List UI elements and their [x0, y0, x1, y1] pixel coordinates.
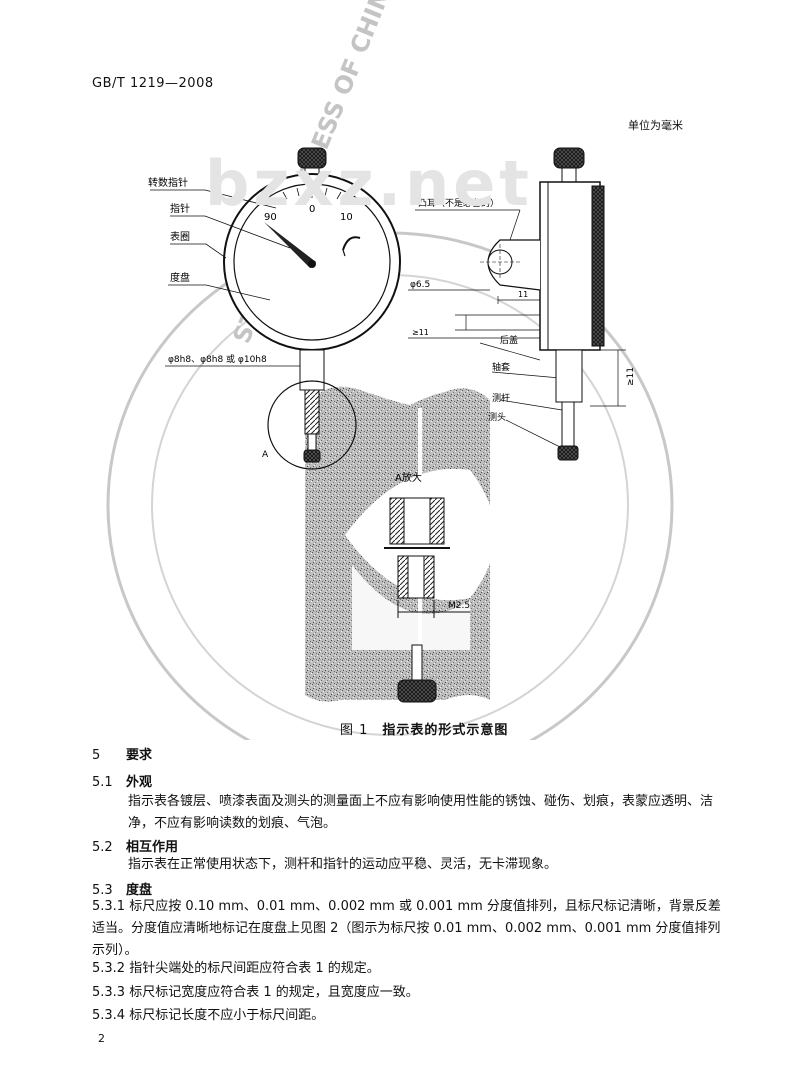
- section-5-1-text: 指示表各镀层、喷漆表面及测头的测量面上不应有影响使用性能的锈蚀、碰伤、划痕，表蒙…: [128, 794, 714, 831]
- dial-number-90: 90: [264, 212, 277, 223]
- detail-a-label: A: [262, 450, 269, 460]
- dial-ticks: [268, 186, 356, 206]
- dial-number-0: 0: [309, 204, 315, 215]
- clause-number: 5.3.1: [92, 899, 126, 914]
- main-pointer: [264, 222, 316, 268]
- section-number: 5.2: [92, 840, 113, 855]
- clause-number: 5.3.3: [92, 985, 126, 1000]
- section-5-1-heading: 5.1 外观: [92, 771, 152, 790]
- clause-text: 标尺标记宽度应符合表 1 的规定，且宽度应一致。: [129, 985, 419, 1000]
- standard-code-header: GB/T 1219—2008: [92, 76, 214, 91]
- side-bezel-knurl: [591, 185, 605, 347]
- clause-5-3-2: 5.3.2 指针尖端处的标尺间距应符合表 1 的规定。: [92, 958, 722, 980]
- figure-indicator-schematic: STANDARDS PRESS OF CHINA M2.5 A放大 90 0 1…: [106, 0, 674, 740]
- label-lug-hole: φ6.5: [410, 280, 430, 290]
- clause-number: 5.3.2: [92, 961, 126, 976]
- clause-5-3-1: 5.3.1 标尺应按 0.10 mm、0.01 mm、0.002 mm 或 0.…: [92, 896, 722, 962]
- enlarged-label: A放大: [395, 471, 422, 484]
- dial-number-10: 10: [340, 212, 353, 223]
- label-sleeve: 轴套: [492, 361, 510, 373]
- section-number: 5: [92, 748, 101, 763]
- section-5-3-heading: 5.3 度盘: [92, 879, 152, 898]
- clause-5-3-3: 5.3.3 标尺标记宽度应符合表 1 的规定，且宽度应一致。: [92, 982, 722, 1004]
- side-body: [539, 181, 601, 351]
- clause-text: 指针尖端处的标尺间距应符合表 1 的规定。: [129, 961, 380, 976]
- thread-label: M2.5: [448, 601, 470, 611]
- dim-11-a: 11: [518, 290, 528, 299]
- clause-5-3-4: 5.3.4 标尺标记长度不应小于标尺间距。: [92, 1005, 722, 1027]
- clause-number: 5.3.4: [92, 1008, 126, 1023]
- section-5-2-heading: 5.2 相互作用: [92, 836, 178, 855]
- front-stem: [299, 349, 325, 391]
- enlarged-contact: [397, 679, 437, 703]
- label-turn-pointer: 转数指针: [148, 176, 188, 189]
- label-bezel: 表圈: [170, 230, 190, 243]
- side-spindle: [561, 401, 575, 447]
- front-contact: [303, 449, 321, 463]
- label-lug: 凸耳（不是必备的）: [418, 197, 499, 209]
- site-watermark: bzxz.net: [205, 147, 533, 220]
- figure-caption-text: 指示表的形式示意图: [382, 723, 509, 738]
- dim-11-b: ≥11: [412, 328, 429, 337]
- figure-caption: 图 1 指示表的形式示意图: [340, 719, 508, 738]
- section-title: 外观: [126, 775, 153, 790]
- clause-text: 标尺标记长度不应小于标尺间距。: [129, 1008, 325, 1023]
- label-pointer: 指针: [170, 202, 190, 215]
- label-spindle: 测杆: [492, 392, 510, 404]
- dim-11-c: ≥11: [626, 367, 636, 386]
- label-stem-diameter: φ8h8、φ8h8 或 φ10h8: [168, 353, 267, 365]
- label-dial: 度盘: [170, 271, 190, 284]
- section-title: 相互作用: [126, 840, 179, 855]
- side-cap: [553, 147, 585, 169]
- section-title: 要求: [126, 748, 153, 763]
- unit-note: 单位为毫米: [628, 119, 683, 132]
- section-number: 5.1: [92, 775, 113, 790]
- side-stem: [555, 349, 583, 403]
- section-5-heading: 5 要求: [92, 744, 152, 763]
- clause-text: 标尺应按 0.10 mm、0.01 mm、0.002 mm 或 0.001 mm…: [92, 899, 721, 958]
- turn-counter-hand: [342, 236, 361, 251]
- section-number: 5.3: [92, 883, 113, 898]
- label-body: 后盖: [500, 334, 518, 346]
- section-5-2-text: 指示表在正常使用状态下，测杆和指针的运动应平稳、灵活，无卡滞现象。: [128, 857, 558, 872]
- side-contact: [557, 445, 579, 461]
- front-spindle: [304, 389, 320, 435]
- label-contact: 测头: [488, 412, 506, 423]
- figure-caption-number: 图 1: [340, 723, 369, 738]
- section-title: 度盘: [126, 883, 153, 898]
- page-number: 2: [98, 1032, 105, 1045]
- detail-circle-a: [267, 380, 357, 470]
- enlarged-view-window-lower: [352, 565, 470, 650]
